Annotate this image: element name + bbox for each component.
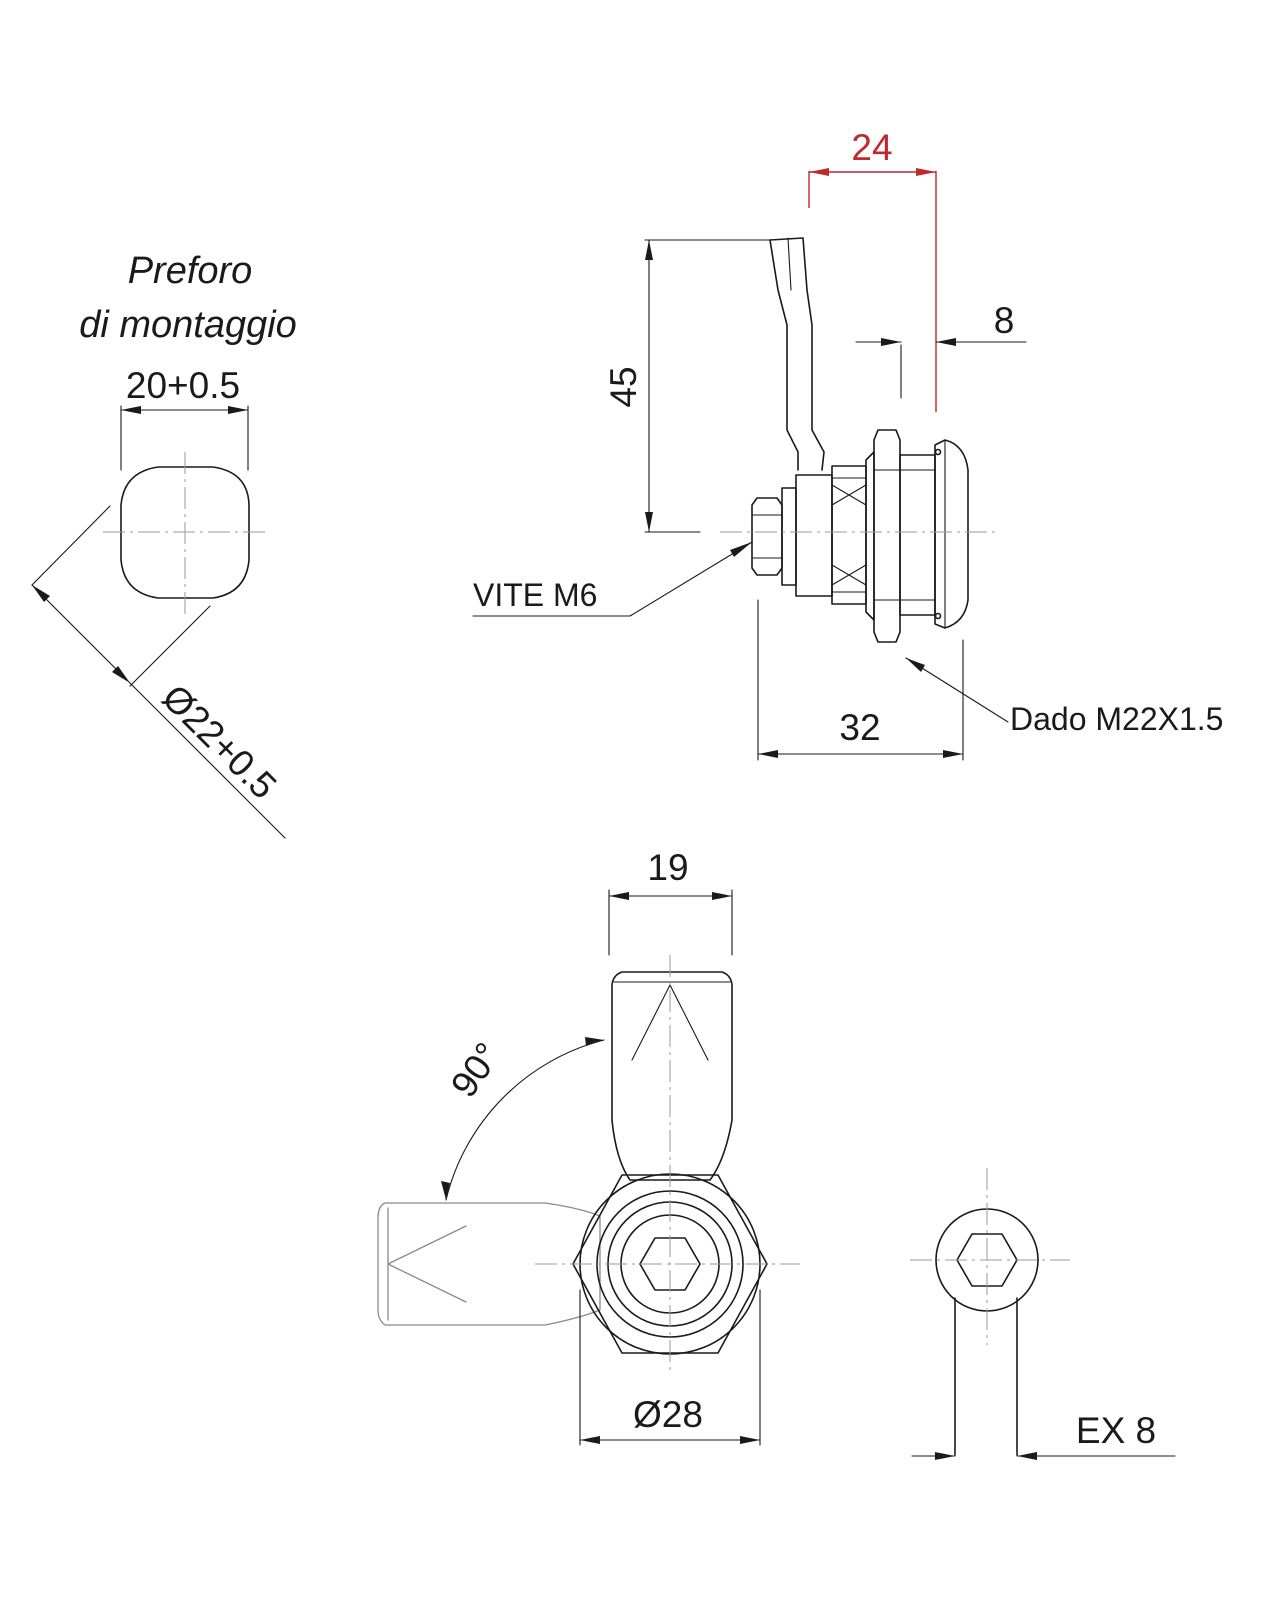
- dim-arrow: [1017, 1452, 1037, 1460]
- leader-arrow: [730, 542, 752, 557]
- lever-direction-arrow-icon: [387, 1225, 467, 1303]
- lever-shading-line: [787, 237, 792, 291]
- front-view: 19 90° Ø28: [377, 847, 800, 1446]
- dim-arrow: [645, 512, 653, 532]
- front-flange: [934, 439, 969, 629]
- mounting-hole-diameter-dim: Ø22+0.5: [154, 677, 284, 807]
- lock-body: [899, 454, 936, 616]
- lever-width-dim: 19: [647, 847, 688, 888]
- hole-diameter-dimension-line: [31, 584, 286, 839]
- body-length-dim: 32: [839, 707, 880, 748]
- dim-arrow: [585, 1037, 604, 1046]
- nut-label: Dado M22X1.5: [1010, 701, 1223, 737]
- front-diameter-dim: Ø28: [633, 1394, 703, 1435]
- screw-leader-line: [629, 541, 753, 617]
- mounting-hole-view: Preforo di montaggio 20+0.5 Ø22+0.5: [31, 250, 297, 839]
- dim-arrow: [936, 338, 956, 346]
- dim-arrow: [809, 168, 829, 176]
- side-view: 24 45 8: [472, 127, 1223, 761]
- hex-dim: EX 8: [1076, 1410, 1156, 1451]
- lever-offset-dim: 24: [851, 127, 892, 168]
- dim-arrow: [712, 892, 732, 900]
- dim-arrow: [740, 1436, 760, 1444]
- dim-arrow: [935, 1452, 955, 1460]
- lever-thickness-dim: 8: [994, 300, 1015, 341]
- dim-arrow: [228, 406, 248, 414]
- rotation-dim: 90°: [443, 1035, 509, 1104]
- lever-vertical-position: [611, 971, 733, 1181]
- hole-diag-extension: [129, 605, 211, 687]
- dim-arrow: [32, 585, 50, 602]
- lever-outline-left: [769, 239, 799, 471]
- lever-hub: [795, 474, 833, 597]
- nut-chamfer: [865, 451, 875, 621]
- mounting-hole-outline: [120, 466, 250, 599]
- washer: [781, 487, 797, 586]
- nut-leader-line: [905, 657, 1009, 723]
- rotation-arc: [445, 1039, 605, 1201]
- nut: [873, 429, 901, 643]
- spacer: [831, 465, 867, 605]
- spacer-knurl: [831, 484, 867, 586]
- lever-horizontal-position: [377, 1202, 601, 1326]
- dim-arrow: [121, 406, 141, 414]
- dim-arrow: [645, 240, 653, 260]
- screw-label: VITE M6: [473, 577, 597, 613]
- flange-pin: [934, 612, 942, 620]
- dim-arrow: [881, 338, 901, 346]
- key-view: EX 8: [910, 1168, 1176, 1460]
- hole-diag-extension: [31, 505, 111, 586]
- mounting-hole-width-dim: 20+0.5: [126, 365, 240, 406]
- screw-head: [751, 497, 783, 576]
- dim-arrow: [580, 1436, 600, 1444]
- flange-pin: [934, 448, 942, 456]
- dim-arrow: [916, 168, 936, 176]
- dim-arrow: [441, 1181, 450, 1200]
- lever-outline-right: [769, 237, 825, 471]
- leader-arrow: [906, 658, 925, 672]
- dim-arrow: [609, 892, 629, 900]
- lever-height-dim: 45: [603, 366, 644, 407]
- dim-arrow: [112, 666, 130, 683]
- dim-arrow: [943, 750, 963, 758]
- dim-arrow: [758, 750, 778, 758]
- mounting-hole-title-line1: Preforo: [128, 250, 253, 292]
- mounting-hole-title-line2: di montaggio: [79, 304, 297, 346]
